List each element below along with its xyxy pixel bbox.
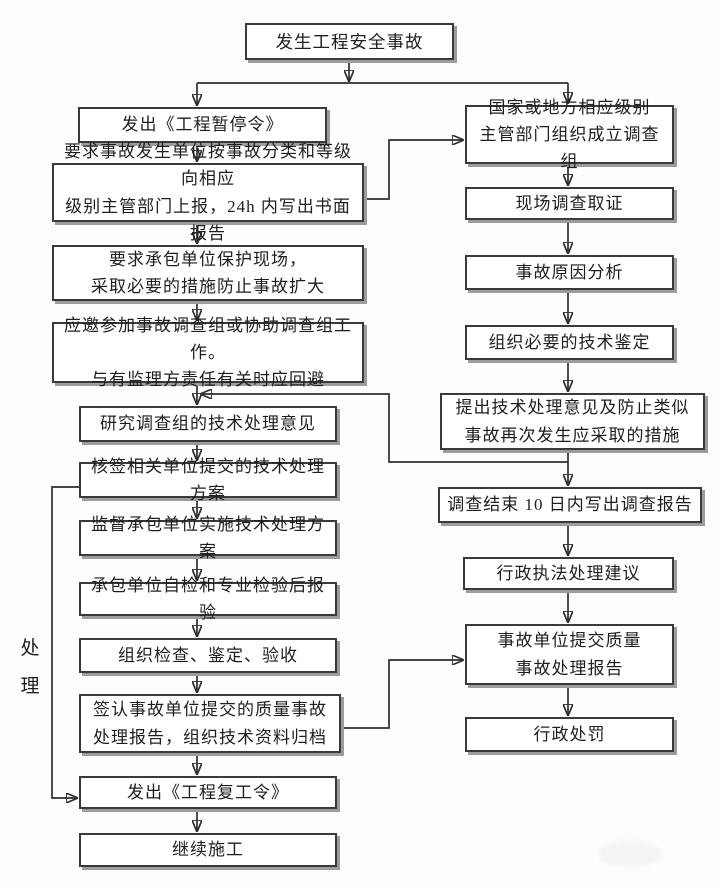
flow-node-supervise-technical-plan: 监督承包单位实施技术处理方案 [79,515,337,561]
side-label-processing: 处 理 [20,638,40,697]
edge-report-team [364,140,463,200]
flow-node-join-investigation-team: 应邀参加事故调查组或协助调查组工作。 与有监理方责任有关时应回避 [52,316,364,389]
flow-node-organize-inspection-acceptance: 组织检查、鉴定、验收 [79,638,337,673]
flow-node-accident-occurred: 发生工程安全事故 [245,23,454,60]
flow-node-contractor-self-inspection: 承包单位自检和专业检验后报验 [79,576,337,622]
flow-node-sign-quality-report-archive: 签认事故单位提交的质量事故 处理报告，组织技术资料归档 [79,694,341,753]
flow-node-protect-site: 要求承包单位保护现场， 采取必要的措施防止事故扩大 [52,245,364,301]
flow-node-cause-analysis: 事故原因分析 [465,255,674,290]
flow-node-technical-appraisal: 组织必要的技术鉴定 [465,325,674,360]
edge-signoff-submit [341,660,463,729]
watermark-blob [598,841,662,867]
flow-node-submit-quality-report: 事故单位提交质量 事故处理报告 [465,624,674,685]
flow-node-investigation-report: 调查结束 10 日内写出调查报告 [438,487,702,523]
flow-node-issue-suspension-order: 发出《工程暂停令》 [78,107,327,143]
flow-node-administrative-penalty: 行政处罚 [465,717,674,752]
flow-node-enforcement-suggestion: 行政执法处理建议 [463,557,674,590]
flow-node-site-investigation: 现场调查取证 [465,187,674,220]
flow-node-continue-construction: 继续施工 [79,833,337,867]
flow-node-report-to-authority: 要求事故发生单位按事故分类和等级向相应 级别主管部门上报，24h 内写出书面报告 [52,142,364,243]
flow-node-issue-resumption-order: 发出《工程复工令》 [79,776,337,809]
flow-node-countersign-technical-plan: 核签相关单位提交的技术处理方案 [79,457,337,503]
edge-countersign-resume-loop [51,486,79,798]
flow-node-study-technical-opinions: 研究调查组的技术处理意见 [79,406,337,442]
flow-node-propose-measures: 提出技术处理意见及防止类似 事故再次发生应采取的措施 [440,393,705,450]
edge-propose-study-loop [201,394,568,463]
flow-node-authority-establish-team: 国家或地方相应级别 主管部门组织成立调查组 [465,98,674,171]
